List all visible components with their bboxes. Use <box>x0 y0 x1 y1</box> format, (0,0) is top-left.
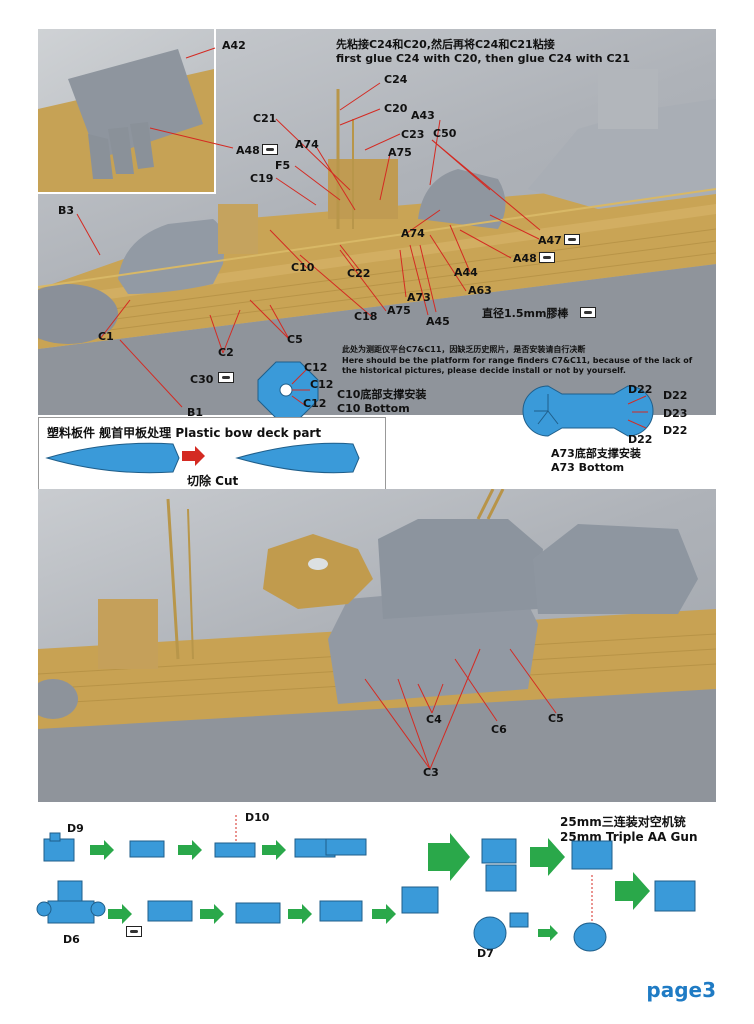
part-label-b1: B1 <box>187 406 204 419</box>
ship-hull-illustration <box>38 69 716 415</box>
part-label-a75: A75 <box>388 146 412 159</box>
part-label-a73: A73 <box>407 291 431 304</box>
part-label-a44: A44 <box>454 266 478 279</box>
rod-label: 直径1.5mm膠棒 <box>482 307 569 320</box>
part-label-c1: C1 <box>98 330 114 343</box>
c10-caption-cn: C10底部支撑安装 <box>337 388 427 401</box>
part-label-c5-b: C5 <box>548 712 564 725</box>
part-label-a48-b: A48 <box>513 252 537 265</box>
part-label-c20: C20 <box>384 102 408 115</box>
aa-part-d9: D9 <box>67 822 84 835</box>
part-label-c23: C23 <box>401 128 425 141</box>
part-label-c18: C18 <box>354 310 378 323</box>
part-label-a74: A74 <box>295 138 319 151</box>
bow-deck-title: 塑料板件 舰首甲板处理 Plastic bow deck part <box>47 426 322 440</box>
glue-icon <box>262 144 278 155</box>
c10-part-c12-b: C12 <box>310 378 334 391</box>
part-label-a75-b: A75 <box>387 304 411 317</box>
page-number: page3 <box>646 978 716 1002</box>
a73-part-d22-c: D22 <box>663 424 688 437</box>
a73-part-d23: D23 <box>663 407 688 420</box>
part-label-c5: C5 <box>287 333 303 346</box>
rangefinder-note-cn: 此处为测距仪平台C7&C11，因缺乏历史照片，是否安装请自行决断 <box>342 345 586 354</box>
part-label-f5: F5 <box>275 159 291 172</box>
a73-part-d22-d: D22 <box>628 433 653 446</box>
c10-bottom-diagram <box>257 361 319 419</box>
aa-gun-steps-diagram <box>36 815 696 952</box>
aa-part-d7: D7 <box>477 947 494 960</box>
part-label-c6: C6 <box>491 723 507 736</box>
glue-icon <box>126 926 142 937</box>
a73-caption-cn: A73底部支撑安装 <box>551 447 641 460</box>
part-label-c3: C3 <box>423 766 439 779</box>
glue-order-note-en: first glue C24 with C20, then glue C24 w… <box>336 52 630 65</box>
bow-deck-shapes <box>45 442 360 474</box>
glue-icon <box>564 234 580 245</box>
top-leader-lines <box>76 47 541 408</box>
ship-deck-illustration <box>38 489 716 802</box>
a73-part-d22-a: D22 <box>628 383 653 396</box>
a73-part-d22-b: D22 <box>663 389 688 402</box>
part-label-c24: C24 <box>384 73 408 86</box>
part-label-c22: C22 <box>347 267 371 280</box>
rangefinder-note-en-1: Here should be the platform for range fi… <box>342 356 693 365</box>
part-label-a45: A45 <box>426 315 450 328</box>
c10-caption-en: C10 Bottom <box>337 402 410 415</box>
glue-icon <box>218 372 234 383</box>
aa-gun-title-cn: 25mm三连装对空机铳 <box>560 815 686 829</box>
part-label-c19: C19 <box>250 172 274 185</box>
rangefinder-note-en-2: the historical pictures, please decide i… <box>342 366 626 375</box>
aa-part-d6: D6 <box>63 933 80 946</box>
part-label-c50: C50 <box>433 127 457 140</box>
cut-label: 切除 Cut <box>187 474 239 488</box>
glue-icon <box>539 252 555 263</box>
middle-assembly-photo <box>38 489 716 802</box>
part-label-c10: C10 <box>291 261 315 274</box>
a73-bottom-diagram <box>522 385 654 437</box>
part-label-a63: A63 <box>468 284 492 297</box>
part-label-c2: C2 <box>218 346 234 359</box>
c10-part-c12-a: C12 <box>304 361 328 374</box>
part-label-c21: C21 <box>253 112 277 125</box>
aa-part-d10: D10 <box>245 811 270 824</box>
top-assembly-photo <box>38 29 716 415</box>
part-label-c4: C4 <box>426 713 442 726</box>
part-label-a42: A42 <box>222 39 246 52</box>
bow-deck-panel: 塑料板件 舰首甲板处理 Plastic bow deck part 切除 Cut <box>38 417 386 494</box>
c10-part-c12-c: C12 <box>303 397 327 410</box>
glue-icon <box>580 307 596 318</box>
middle-leader-lines <box>364 648 557 770</box>
part-label-a48: A48 <box>236 144 260 157</box>
part-label-b3: B3 <box>58 204 75 217</box>
turret-closeup-inset <box>38 29 216 194</box>
part-label-a43: A43 <box>411 109 435 122</box>
glue-order-note-cn: 先粘接C24和C20,然后再将C24和C21粘接 <box>336 38 555 51</box>
part-label-a74-b: A74 <box>401 227 425 240</box>
a73-caption-en: A73 Bottom <box>551 461 625 474</box>
part-label-c30: C30 <box>190 373 214 386</box>
part-label-a47: A47 <box>538 234 562 247</box>
